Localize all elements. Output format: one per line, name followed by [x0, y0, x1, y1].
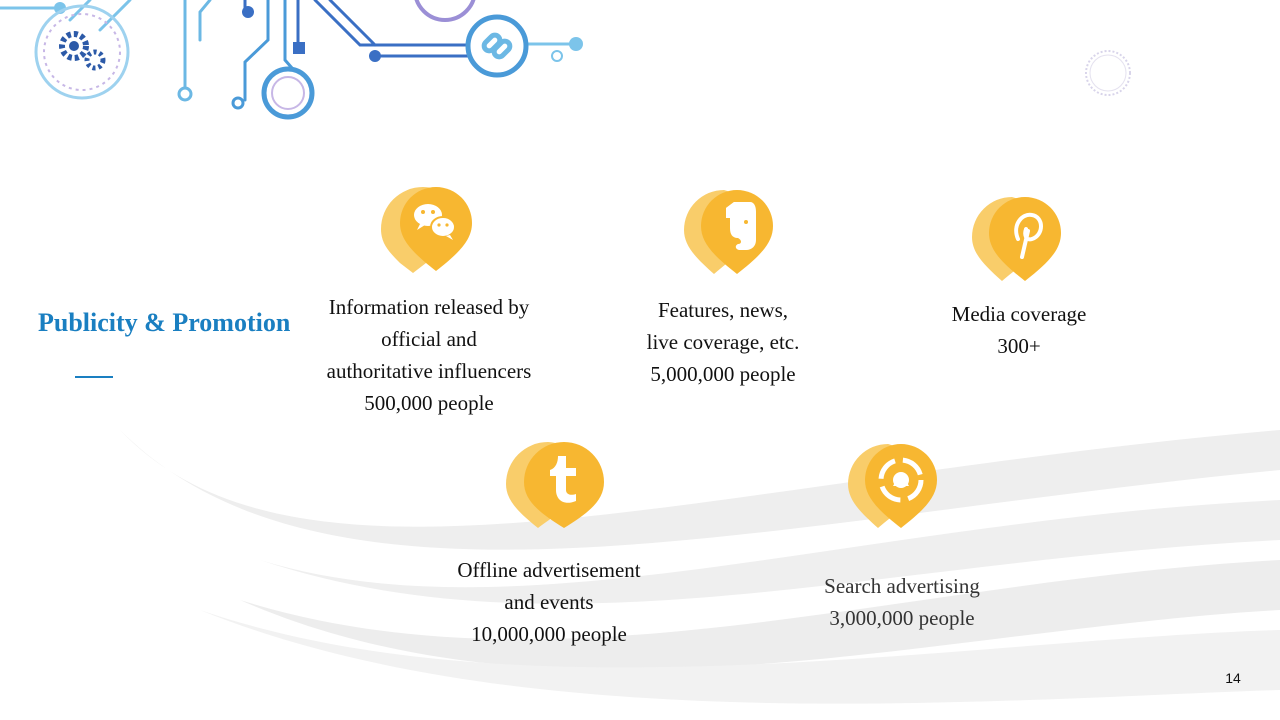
- text-line: 3,000,000 people: [829, 606, 975, 630]
- pinterest-icon: [972, 195, 1064, 288]
- text-line: Information released by: [328, 295, 530, 319]
- text-line: live coverage, etc.: [646, 330, 800, 354]
- page-number: 14: [1225, 670, 1241, 686]
- search-engine-icon: [848, 442, 940, 535]
- section-title: Publicity & Promotion: [38, 308, 291, 337]
- wechat-icon: [380, 185, 474, 278]
- text-line: authoritative influencers: [326, 359, 532, 383]
- text-line: 10,000,000 people: [471, 622, 627, 646]
- item-text-offline: Offline advertisement and events 10,000,…: [434, 554, 664, 650]
- text-line: 500,000 people: [364, 391, 494, 415]
- evernote-icon: [684, 188, 776, 281]
- text-line: Offline advertisement: [457, 558, 641, 582]
- text-line: official and: [381, 327, 477, 351]
- text-line: 5,000,000 people: [650, 362, 796, 386]
- text-line: 300+: [997, 334, 1041, 358]
- text-line: Media coverage: [951, 302, 1087, 326]
- tumblr-icon: [504, 440, 606, 535]
- circuit-decoration: [0, 0, 583, 120]
- title-rule: [75, 376, 113, 378]
- item-text-media: Media coverage 300+: [930, 298, 1108, 362]
- item-text-search: Search advertising 3,000,000 people: [800, 570, 1004, 634]
- text-line: and events: [504, 590, 594, 614]
- text-line: Features, news,: [657, 298, 789, 322]
- item-text-influencers: Information released by official and aut…: [300, 291, 558, 419]
- text-line: Search advertising: [824, 574, 980, 598]
- item-text-features: Features, news, live coverage, etc. 5,00…: [620, 294, 826, 390]
- dashed-circle-decoration: [1085, 50, 1131, 96]
